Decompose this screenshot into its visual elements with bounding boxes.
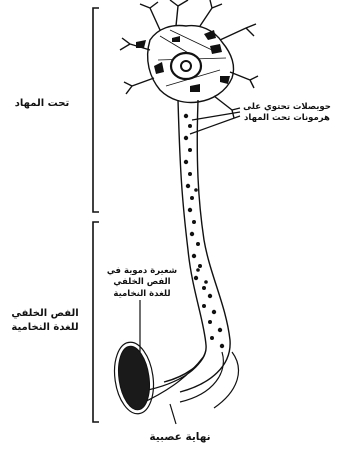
- capillary-label-line3: للغدة النخامية: [96, 289, 188, 300]
- axon: [164, 100, 206, 382]
- dendrite: [200, 0, 222, 26]
- posterior-lobe-label-line1: الفص الخلفي: [0, 307, 90, 321]
- dendrite: [220, 24, 256, 40]
- hypothalamus-label-text: تحت المهاد: [2, 97, 82, 111]
- terminal-pointer: [170, 404, 176, 424]
- bracket-hypothalamus: [93, 8, 99, 212]
- dendrite: [124, 78, 154, 94]
- vesicles-label-line1: حويصلات تحتوي على: [226, 102, 348, 113]
- capillary-label: شعيرة دموية في الفص الخلفي للغدة النخامي…: [96, 266, 188, 300]
- bracket-posterior-lobe: [93, 222, 99, 422]
- posterior-lobe-label: الفص الخلفي للغدة النخامية: [0, 307, 90, 334]
- vesicles: [184, 114, 224, 348]
- posterior-lobe-label-line2: للغدة النخامية: [0, 321, 90, 335]
- nerve-ending-label-text: نهاية عصبية: [140, 430, 220, 444]
- nucleolus: [181, 61, 191, 71]
- dendrite: [230, 72, 258, 88]
- capillary-label-line2: الفص الخلفي: [96, 277, 188, 288]
- nerve-terminal-branches: [140, 350, 238, 408]
- vesicles-label: حويصلات تحتوي على هرمونات تحت المهاد: [226, 102, 348, 125]
- hypothalamus-label: تحت المهاد: [2, 97, 82, 111]
- dendrite: [170, 0, 188, 26]
- nerve-ending-label: نهاية عصبية: [140, 430, 220, 444]
- dendrite: [120, 38, 150, 50]
- capillary-label-line1: شعيرة دموية في: [96, 266, 188, 277]
- dendrite: [140, 2, 160, 30]
- vesicles-label-line2: هرمونات تحت المهاد: [226, 113, 348, 124]
- capillary: [115, 344, 154, 412]
